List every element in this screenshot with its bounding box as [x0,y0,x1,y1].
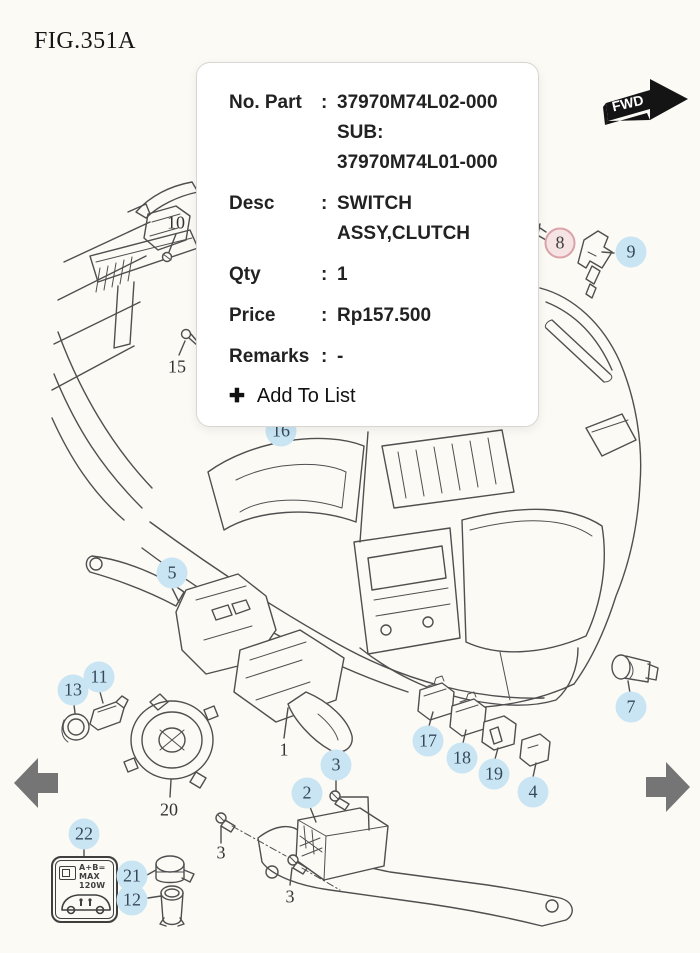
part-field-row: Qty : 1 [229,260,520,290]
part-field-row: Desc : SWITCH [229,189,520,219]
dash-right-edge [459,287,642,709]
part-drawing-13-11 [61,691,129,743]
part-field-row: Price : Rp157.500 [229,301,520,331]
accessory-label-plate: A+B= MAX 120W [51,856,118,923]
callout-13[interactable]: 13 [57,674,89,706]
field-label: Qty [229,264,261,285]
field-value: SUB: [337,122,384,143]
part-label-15: 15 [168,356,186,377]
field-value: 37970M74L01-000 [337,152,498,173]
left-arrow-icon [14,758,58,808]
field-value: Rp157.500 [337,305,432,326]
field-label: Price [229,305,276,326]
next-figure-button[interactable] [642,759,692,820]
part-drawing-20 [123,693,219,798]
part-drawing-21-12 [83,847,195,927]
callout-9[interactable]: 9 [615,236,647,268]
plus-icon: ✚ [229,386,245,407]
field-value: SWITCH [337,193,412,214]
part-label-3: 3 [285,886,295,907]
callout-4[interactable]: 4 [517,776,549,808]
right-arrow-icon [646,762,690,812]
field-label: Remarks [229,346,310,367]
callout-3[interactable]: 3 [320,749,352,781]
part-label-10: 10 [167,212,185,233]
part-label-1: 1 [279,739,289,760]
part-drawing-10-15 [51,181,199,391]
add-to-list-label: Add To List [256,385,356,407]
field-value: 37970M74L02-000 [337,92,498,113]
dash-body [51,331,605,706]
van-icon [61,894,111,915]
part-field-row: ASSY,CLUTCH [229,219,520,249]
field-value: - [337,346,344,367]
fwd-label: FWD [610,92,645,115]
callout-8-selected[interactable]: 8 [544,227,576,259]
field-label: Desc [229,193,275,214]
field-value: 1 [337,264,348,285]
plate-line-1: A+B= [79,863,106,872]
callout-11[interactable]: 11 [83,661,115,693]
part-field-row: Remarks : - [229,342,520,372]
part-field-row: SUB: [229,118,520,148]
callout-18[interactable]: 18 [446,742,478,774]
part-label-3: 3 [216,842,226,863]
figure-title: FIG.351A [34,28,137,54]
callout-17[interactable]: 17 [412,725,444,757]
callout-19[interactable]: 19 [478,758,510,790]
plate-line-3: 120W [79,881,106,890]
callout-7[interactable]: 7 [615,691,647,723]
fwd-direction-icon: FWD [598,66,698,141]
previous-figure-button[interactable] [12,755,62,816]
callout-22[interactable]: 22 [68,818,100,850]
callout-2[interactable]: 2 [291,777,323,809]
part-drawing-7 [611,654,659,694]
plate-line-2: MAX [79,872,100,881]
part-field-row: 37970M74L01-000 [229,148,520,178]
part-drawing-switch-row [417,675,551,778]
part-drawing-1 [233,629,353,753]
field-value: ASSY,CLUTCH [337,223,471,244]
part-detail-card: No. Part : 37970M74L02-000 SUB: 37970M74… [196,62,539,427]
plug-card-icon [59,866,76,880]
add-to-list-button[interactable]: ✚ Add To List [229,385,520,408]
part-drawing-2-3 [215,776,573,927]
part-label-20: 20 [160,799,178,820]
callout-5[interactable]: 5 [156,557,188,589]
part-field-row: No. Part : 37970M74L02-000 [229,88,520,118]
field-label: No. Part [229,92,302,113]
callout-12[interactable]: 12 [116,884,148,916]
